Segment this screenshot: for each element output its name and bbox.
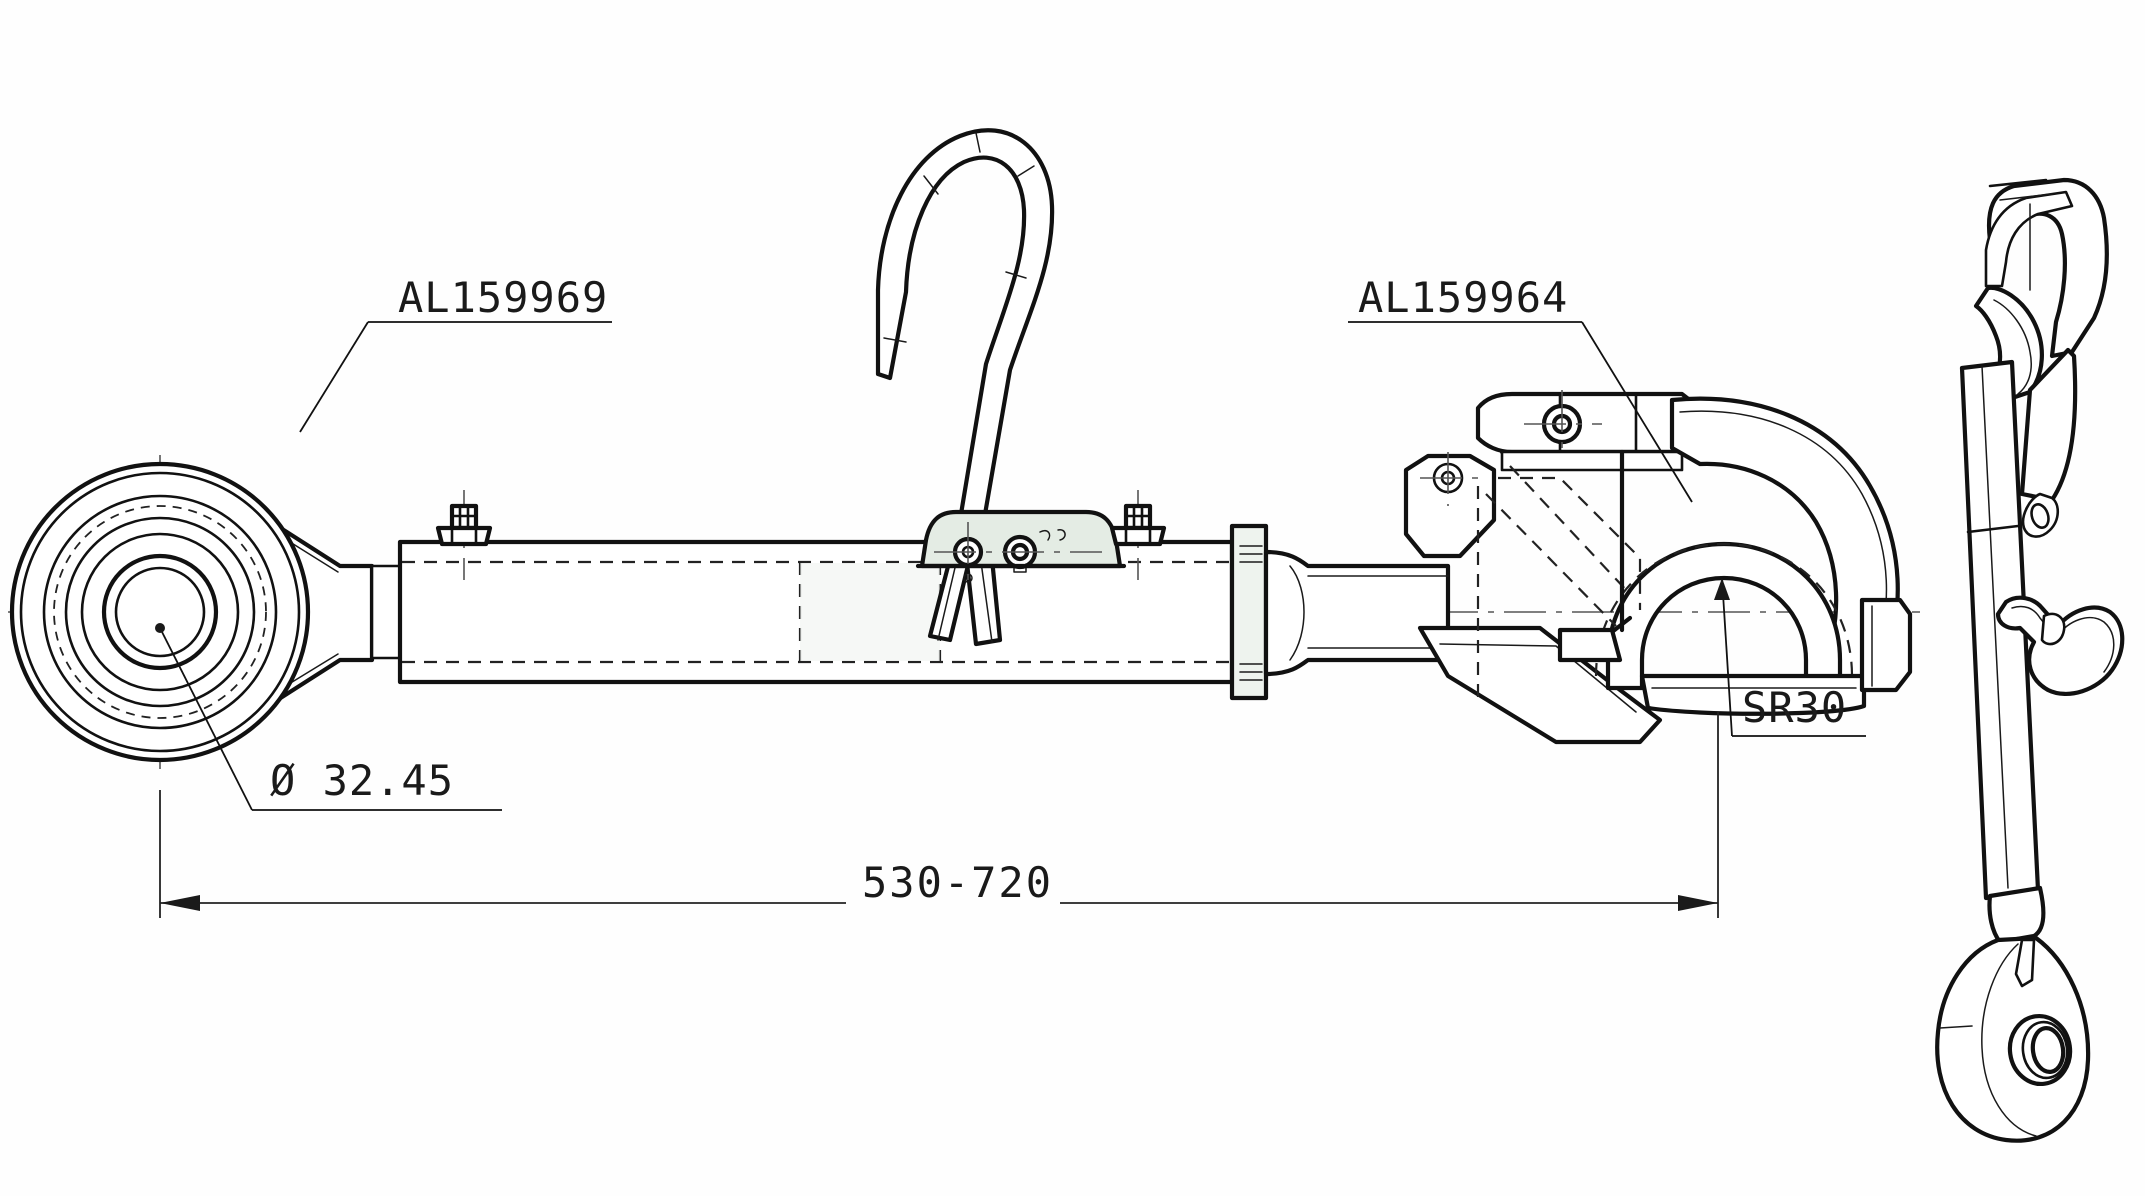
sv-rod-eye-bore-inner bbox=[2030, 1026, 2066, 1074]
head-bridge-piece bbox=[1557, 627, 1623, 663]
annotation-part-number-left: AL159969 bbox=[299, 273, 612, 433]
bail-segment-mark-2 bbox=[923, 175, 939, 195]
sv-rod-collar bbox=[1987, 885, 2046, 945]
hook-head-assembly bbox=[1403, 390, 1913, 745]
rod-overlap-tint bbox=[800, 563, 940, 661]
part-number-right-label: AL159964 bbox=[1358, 273, 1568, 322]
annotation-part-number-right: AL159964 bbox=[1348, 273, 1693, 503]
head-hidden-geometry-1 bbox=[1498, 476, 1642, 610]
right-shank bbox=[1263, 549, 1451, 677]
sv-tube-edge bbox=[1981, 365, 2009, 889]
head-hidden-geometry-3 bbox=[1485, 493, 1617, 627]
eye-ring-4 bbox=[64, 516, 256, 708]
bolt-right-washer bbox=[1109, 525, 1167, 547]
base-detail-mark-2 bbox=[1057, 529, 1066, 541]
main-tube-body bbox=[397, 523, 1269, 701]
base-detail-mark-1 bbox=[1039, 529, 1051, 541]
sv-hook-top-edge bbox=[1988, 178, 2048, 188]
sv-hook-top-edge-2 bbox=[1999, 193, 2053, 201]
bail-segment-mark-1 bbox=[883, 337, 907, 343]
eye-hidden-ring bbox=[53, 505, 267, 719]
hook-upper-bracket-left bbox=[1403, 453, 1497, 559]
eye-ring-2 bbox=[19, 471, 301, 753]
eye-bore-inner bbox=[114, 566, 206, 658]
head-web-chamfer bbox=[1609, 615, 1633, 635]
eye-bore-outer bbox=[101, 553, 219, 671]
shank-shoulder bbox=[1289, 565, 1305, 661]
hook-throat-hidden-arc bbox=[1594, 542, 1854, 677]
hook-lower-gusset bbox=[1417, 625, 1663, 745]
dimension-arrow-right bbox=[1678, 895, 1718, 911]
overall-length-dimension: 530-720 bbox=[159, 712, 1719, 918]
bore-diameter-label: Ø 32.45 bbox=[270, 756, 454, 805]
head-hidden-geometry-4 bbox=[1509, 465, 1629, 593]
sv-lynch-pin-inner bbox=[2011, 605, 2115, 673]
sv-rod-eye-bore-mid bbox=[2021, 1020, 2069, 1080]
bore-diameter-leader bbox=[159, 627, 253, 811]
hook-throat-sr30 bbox=[1605, 541, 1843, 691]
sv-rod-eye-facet bbox=[1939, 1025, 1973, 1029]
sv-tube-joint-1 bbox=[1966, 524, 2020, 534]
hook-radius-leader bbox=[1721, 577, 1733, 737]
sv-rod-eye-split bbox=[1981, 943, 2037, 1137]
secondary-view-vertical-assembly bbox=[1935, 177, 2125, 1143]
eye-ring-3 bbox=[42, 494, 278, 730]
tube-clamp-bolt-right bbox=[1109, 490, 1167, 580]
dimension-label-backdrop bbox=[846, 858, 1060, 904]
sv-hook-lug bbox=[2021, 492, 2060, 538]
bore-diameter-leader-dot bbox=[155, 623, 165, 633]
bail-segment-mark-3 bbox=[975, 132, 981, 153]
tube-end-collar bbox=[1229, 523, 1269, 701]
hook-clamp-plate bbox=[1475, 391, 1703, 455]
sv-lynch-pin-knuckle bbox=[2040, 612, 2066, 646]
bail-segment-mark-4 bbox=[1017, 165, 1035, 177]
annotation-bore-diameter: Ø 32.45 bbox=[155, 623, 502, 811]
part-number-right-leader bbox=[1581, 321, 1693, 503]
clamp-plate-bar bbox=[1500, 450, 1684, 472]
bail-segment-mark-5 bbox=[1005, 271, 1027, 279]
hook-nose-block bbox=[1859, 597, 1913, 693]
hook-radius-arrowhead bbox=[1714, 578, 1730, 600]
eye-ring-5 bbox=[80, 532, 240, 692]
tube-clamp-bolt-left bbox=[435, 490, 493, 580]
part-number-left-leader bbox=[299, 321, 369, 433]
sv-hook-top-cap bbox=[1984, 190, 2074, 288]
sv-hook-lug-hole bbox=[2030, 503, 2050, 529]
dimension-label: 530-720 bbox=[862, 858, 1053, 907]
sv-hook-throat-inner bbox=[1993, 299, 2032, 395]
annotation-hook-radius: SR30 bbox=[1714, 577, 1866, 737]
sv-rod-eye-notch bbox=[2014, 938, 2036, 988]
hook-radius-label: SR30 bbox=[1742, 683, 1847, 732]
dimension-arrow-left bbox=[160, 895, 200, 911]
bolt-left-washer bbox=[435, 525, 493, 547]
part-number-left-label: AL159969 bbox=[398, 273, 608, 322]
hook-bottom-bar bbox=[1639, 673, 1867, 716]
